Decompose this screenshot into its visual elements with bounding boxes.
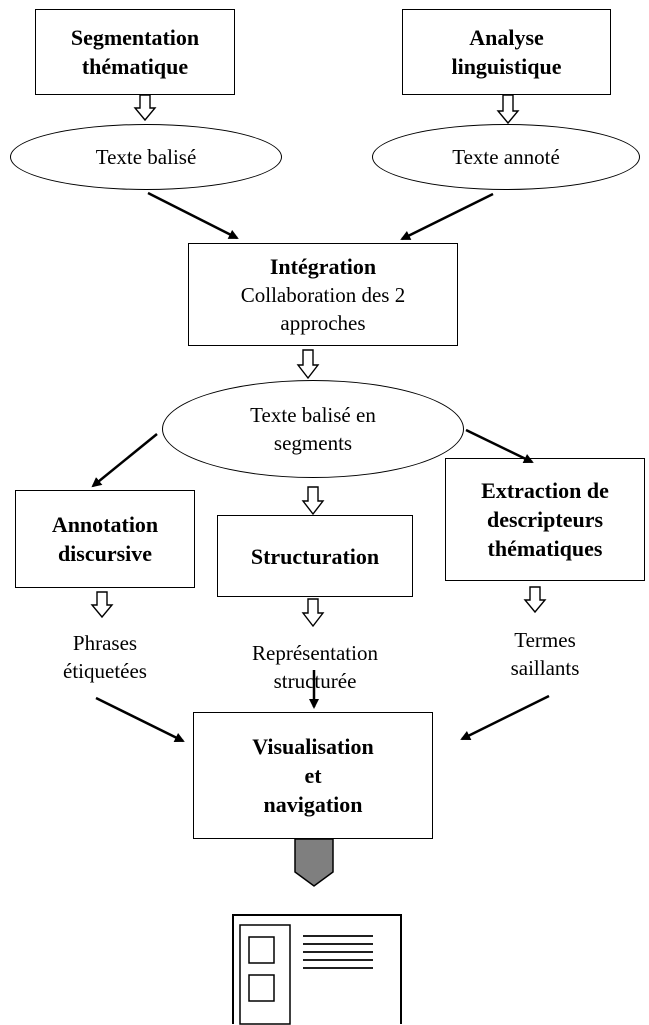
segmentation-line2: thématique [81,54,189,79]
representation-line1: Représentation [252,641,378,665]
structuration-box: Structuration [217,515,413,597]
arrow-annote-to-integration [400,192,494,241]
hollow-arrow-annotation [90,591,114,619]
structuration-label: Structuration [250,543,380,569]
arrow-balise-to-integration [147,191,239,240]
segments-line2: segments [273,431,353,455]
screen-document-icon [232,914,402,1025]
visualisation-navigation-box: Visualisation et navigation [193,712,433,839]
extraction-line1: Extraction de [481,478,609,503]
texte-annote-ellipse: Texte annoté [372,124,640,190]
phrases-etiquetees-label: Phrases étiquetées [15,625,195,689]
segments-line1: Texte balisé en [250,403,376,427]
hollow-arrow-segments-structuration [301,486,325,516]
extraction-box: Extraction de descripteurs thématiques [445,458,645,581]
visualisation-line1: Visualisation [252,734,374,759]
integration-line2: approches [280,311,366,335]
arrow-segments-to-extraction [465,428,534,464]
annotation-discursive-box: Annotation discursive [15,490,195,588]
analyse-line1: Analyse [469,25,544,50]
termes-line1: Termes [514,628,576,652]
hollow-arrow-extraction [523,586,547,614]
extraction-line2: descripteurs [486,507,604,532]
hollow-arrow-structuration [301,598,325,628]
gray-chevron-arrow-icon [294,838,334,887]
segmentation-line1: Segmentation [70,25,200,50]
hollow-arrow-integration [296,349,320,380]
texte-annote-label: Texte annoté [452,145,560,169]
arrow-termes-to-visualisation [460,694,550,741]
visualisation-line3: navigation [263,792,363,817]
termes-saillants-label: Termes saillants [445,622,645,686]
phrases-line2: étiquetées [63,659,147,683]
analyse-line2: linguistique [451,54,562,79]
texte-segments-ellipse: Texte balisé en segments [162,380,464,478]
integration-title: Intégration [269,254,377,279]
arrow-phrases-to-visualisation [95,696,185,743]
hollow-arrow-analyse [496,94,520,125]
analyse-linguistique-box: Analyse linguistique [402,9,611,95]
integration-box: Intégration Collaboration des 2 approche… [188,243,458,346]
extraction-line3: thématiques [487,536,603,561]
annotation-line2: discursive [57,541,153,566]
phrases-line1: Phrases [72,631,138,655]
hollow-arrow-segmentation [133,94,157,122]
termes-line2: saillants [510,656,580,680]
integration-line1: Collaboration des 2 [240,283,406,307]
texte-balise-label: Texte balisé [95,145,197,169]
arrow-segments-to-annotation [91,433,158,488]
texte-balise-ellipse: Texte balisé [10,124,282,190]
annotation-line1: Annotation [51,512,159,537]
visualisation-line2: et [304,763,322,788]
segmentation-thematique-box: Segmentation thématique [35,9,235,95]
